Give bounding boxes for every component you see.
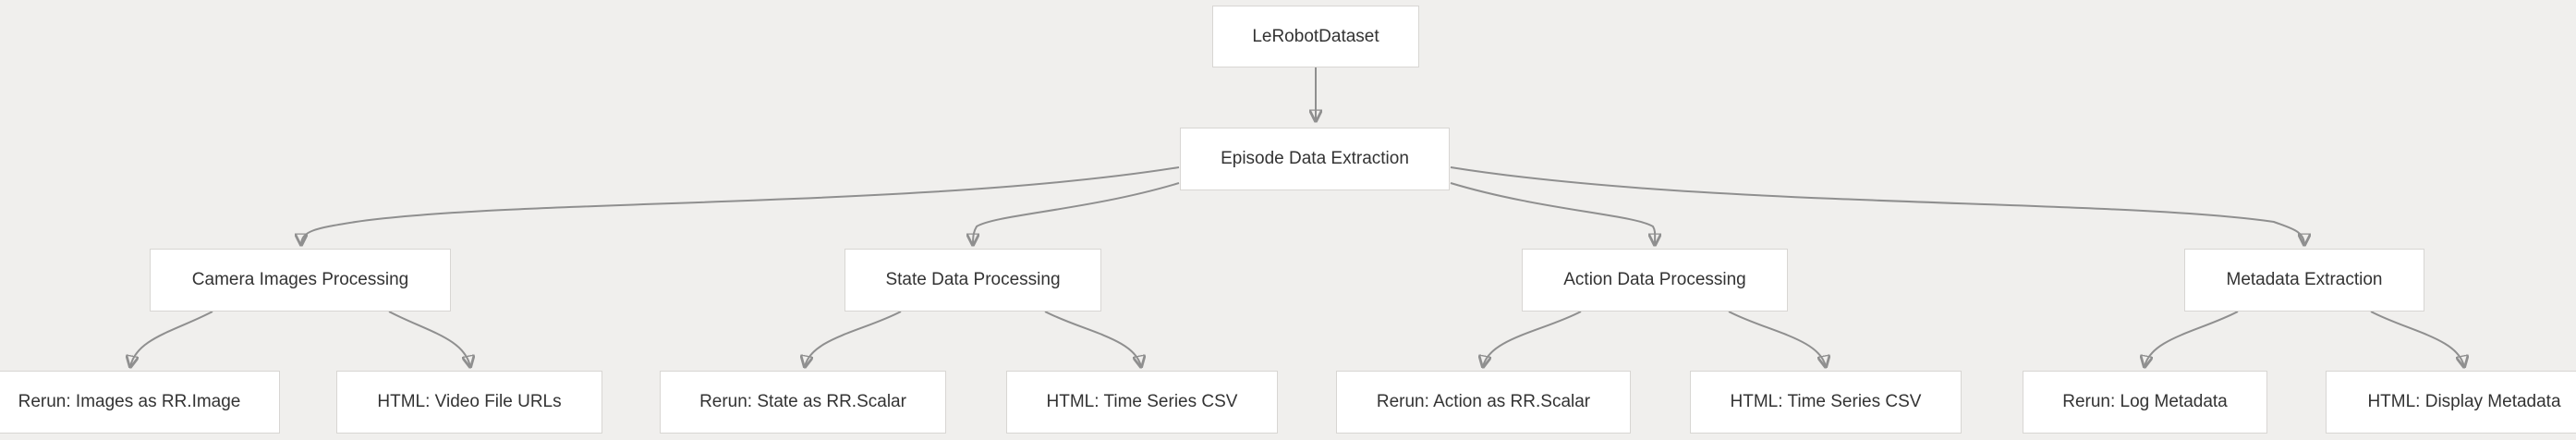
node-state_html: HTML: Time Series CSV bbox=[1006, 371, 1278, 434]
node-metadata: Metadata Extraction bbox=[2184, 249, 2424, 312]
edge-episode-to-action bbox=[1450, 182, 1655, 245]
edge-episode-to-state bbox=[973, 182, 1180, 245]
node-episode: Episode Data Extraction bbox=[1180, 128, 1450, 190]
edge-episode-to-metadata bbox=[1450, 166, 2304, 245]
edge-state-to-state_rerun bbox=[805, 311, 902, 367]
node-label: Action Data Processing bbox=[1563, 270, 1746, 289]
edge-episode-to-camera bbox=[301, 166, 1180, 245]
node-label: Camera Images Processing bbox=[191, 270, 409, 289]
node-label: HTML: Display Metadata bbox=[2367, 392, 2561, 411]
node-label: HTML: Time Series CSV bbox=[1046, 392, 1238, 411]
node-label: LeRobotDataset bbox=[1252, 26, 1379, 46]
node-camera_rerun: Rerun: Images as RR.Image bbox=[0, 371, 280, 434]
node-camera: Camera Images Processing bbox=[150, 249, 451, 312]
edge-state-to-state_html bbox=[1044, 311, 1141, 367]
node-state: State Data Processing bbox=[844, 249, 1101, 312]
edge-action-to-action_rerun bbox=[1483, 311, 1582, 367]
node-label: Metadata Extraction bbox=[2226, 270, 2383, 289]
node-label: State Data Processing bbox=[885, 270, 1061, 289]
edge-metadata-to-metadata_html bbox=[2370, 311, 2464, 367]
node-metadata_rerun: Rerun: Log Metadata bbox=[2023, 371, 2267, 434]
node-label: Rerun: Images as RR.Image bbox=[18, 392, 241, 411]
node-state_rerun: Rerun: State as RR.Scalar bbox=[660, 371, 946, 434]
node-camera_html: HTML: Video File URLs bbox=[336, 371, 602, 434]
edge-action-to-action_html bbox=[1728, 311, 1826, 367]
node-metadata_html: HTML: Display Metadata bbox=[2326, 371, 2576, 434]
node-label: Rerun: Log Metadata bbox=[2062, 392, 2228, 411]
node-label: Rerun: Action as RR.Scalar bbox=[1376, 392, 1591, 411]
node-label: HTML: Video File URLs bbox=[377, 392, 562, 411]
edge-group bbox=[130, 67, 2464, 367]
node-root: LeRobotDataset bbox=[1212, 6, 1419, 67]
edge-camera-to-camera_rerun bbox=[130, 311, 213, 367]
node-label: HTML: Time Series CSV bbox=[1730, 392, 1922, 411]
node-label: Episode Data Extraction bbox=[1221, 149, 1409, 168]
node-action_rerun: Rerun: Action as RR.Scalar bbox=[1336, 371, 1631, 434]
node-label: Rerun: State as RR.Scalar bbox=[699, 392, 906, 411]
node-action_html: HTML: Time Series CSV bbox=[1690, 371, 1962, 434]
node-action: Action Data Processing bbox=[1522, 249, 1788, 312]
edge-metadata-to-metadata_rerun bbox=[2145, 311, 2239, 367]
edge-camera-to-camera_html bbox=[388, 311, 470, 367]
